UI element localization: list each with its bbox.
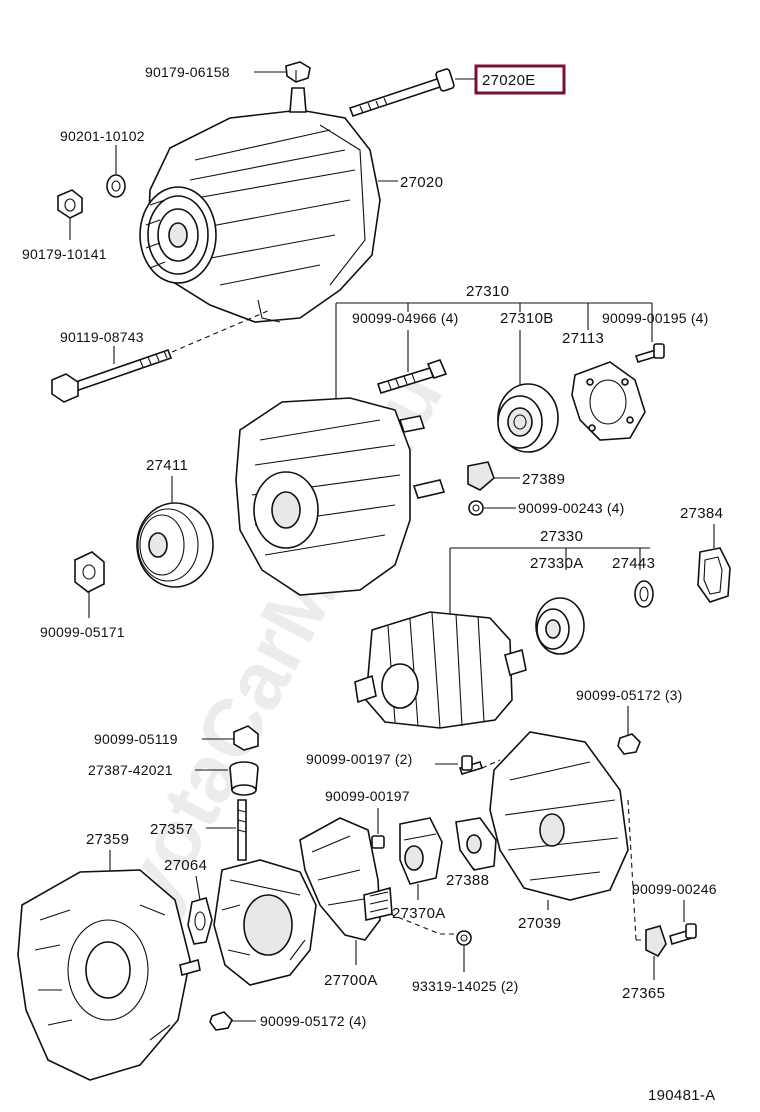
alternator-assembly-27020[interactable]	[139, 87, 381, 323]
cover-27388[interactable]	[455, 817, 497, 871]
insulator-27389[interactable]	[467, 461, 495, 491]
cap-27365[interactable]	[645, 925, 667, 958]
pulley-27411[interactable]	[136, 502, 214, 588]
nut-90179-06158[interactable]	[285, 61, 311, 83]
label-90099-00197[interactable]: 90099-00197	[325, 788, 410, 804]
retainer-plate-27113[interactable]	[571, 361, 646, 441]
label-90099-00197-2[interactable]: 90099-00197 (2)	[306, 751, 413, 767]
nut-90099-00243[interactable]	[468, 500, 484, 516]
label-27389[interactable]: 27389	[522, 471, 565, 488]
label-90119-08743[interactable]: 90119-08743	[60, 329, 144, 345]
screw-90099-00195[interactable]	[634, 343, 665, 363]
highlight-box	[474, 64, 566, 95]
label-27020[interactable]: 27020	[400, 174, 443, 191]
label-27310b[interactable]: 27310B	[500, 310, 554, 327]
washer-90201-10102[interactable]	[106, 174, 126, 198]
diagram-code: 190481-A	[648, 1087, 715, 1104]
label-27388[interactable]: 27388	[446, 872, 489, 889]
label-27387-42021[interactable]: 27387-42021	[88, 762, 173, 778]
rear-end-frame-27359[interactable]	[17, 869, 201, 1081]
label-27064[interactable]: 27064	[164, 857, 207, 874]
nut-90179-10141[interactable]	[57, 189, 83, 219]
screw-93319-14025[interactable]	[456, 930, 472, 946]
label-90099-05172-4[interactable]: 90099-05172 (4)	[260, 1013, 367, 1029]
label-27700a[interactable]: 27700A	[324, 972, 378, 989]
label-27411[interactable]: 27411	[146, 457, 188, 474]
bearing-27310b[interactable]	[497, 383, 559, 453]
through-bolt-27020e[interactable]	[348, 68, 455, 118]
brush-holder-assembly[interactable]	[213, 859, 317, 986]
stud-90099-04966[interactable]	[376, 359, 448, 394]
label-90099-05119[interactable]: 90099-05119	[94, 731, 178, 747]
rotor-27330[interactable]	[354, 611, 527, 729]
label-27370a[interactable]: 27370A	[392, 905, 446, 922]
label-27357[interactable]: 27357	[150, 821, 193, 838]
cover-27384[interactable]	[697, 547, 731, 603]
label-90179-10141[interactable]: 90179-10141	[22, 246, 107, 262]
nut-90099-05119[interactable]	[233, 725, 259, 751]
label-27443[interactable]: 27443	[612, 555, 655, 572]
nut-90099-05172-3[interactable]	[617, 733, 641, 755]
label-90099-00195[interactable]: 90099-00195 (4)	[602, 310, 709, 326]
nut-90099-05171[interactable]	[74, 551, 105, 593]
insulator-27064[interactable]	[187, 897, 213, 945]
label-90099-00243[interactable]: 90099-00243 (4)	[518, 500, 625, 516]
ring-27443[interactable]	[634, 580, 654, 608]
label-27113[interactable]: 27113	[562, 330, 604, 347]
regulator-27700a[interactable]	[299, 817, 393, 941]
bearing-27330a[interactable]	[535, 597, 585, 655]
label-27020e[interactable]: 27020E	[482, 72, 536, 89]
label-27039[interactable]: 27039	[518, 915, 561, 932]
label-93319-14025[interactable]: 93319-14025 (2)	[412, 978, 519, 994]
bolt-27357[interactable]	[237, 799, 247, 861]
label-27330[interactable]: 27330	[540, 528, 583, 545]
label-90099-04966[interactable]: 90099-04966 (4)	[352, 310, 459, 326]
label-27310[interactable]: 27310	[466, 283, 509, 300]
label-90099-05171[interactable]: 90099-05171	[40, 624, 125, 640]
bolt-90119-08743[interactable]	[51, 348, 173, 403]
screw-90099-00246[interactable]	[669, 923, 697, 946]
label-27384[interactable]: 27384	[680, 505, 723, 522]
label-90099-05172-3[interactable]: 90099-05172 (3)	[576, 687, 683, 703]
terminal-27387-42021[interactable]	[229, 761, 259, 796]
label-90179-06158[interactable]: 90179-06158	[145, 64, 230, 80]
label-27365[interactable]: 27365	[622, 985, 665, 1002]
holder-27370a[interactable]	[399, 817, 443, 885]
drive-end-frame[interactable]	[235, 397, 446, 596]
rear-cover-27039[interactable]	[489, 731, 629, 901]
label-27359[interactable]: 27359	[86, 831, 129, 848]
label-90201-10102[interactable]: 90201-10102	[60, 128, 145, 144]
label-27330a[interactable]: 27330A	[530, 555, 584, 572]
label-90099-00246[interactable]: 90099-00246	[632, 881, 717, 897]
screw-90099-00197[interactable]	[371, 835, 385, 849]
screw-90099-00197-2[interactable]	[458, 755, 484, 775]
nut-90099-05172-4[interactable]	[209, 1011, 233, 1031]
